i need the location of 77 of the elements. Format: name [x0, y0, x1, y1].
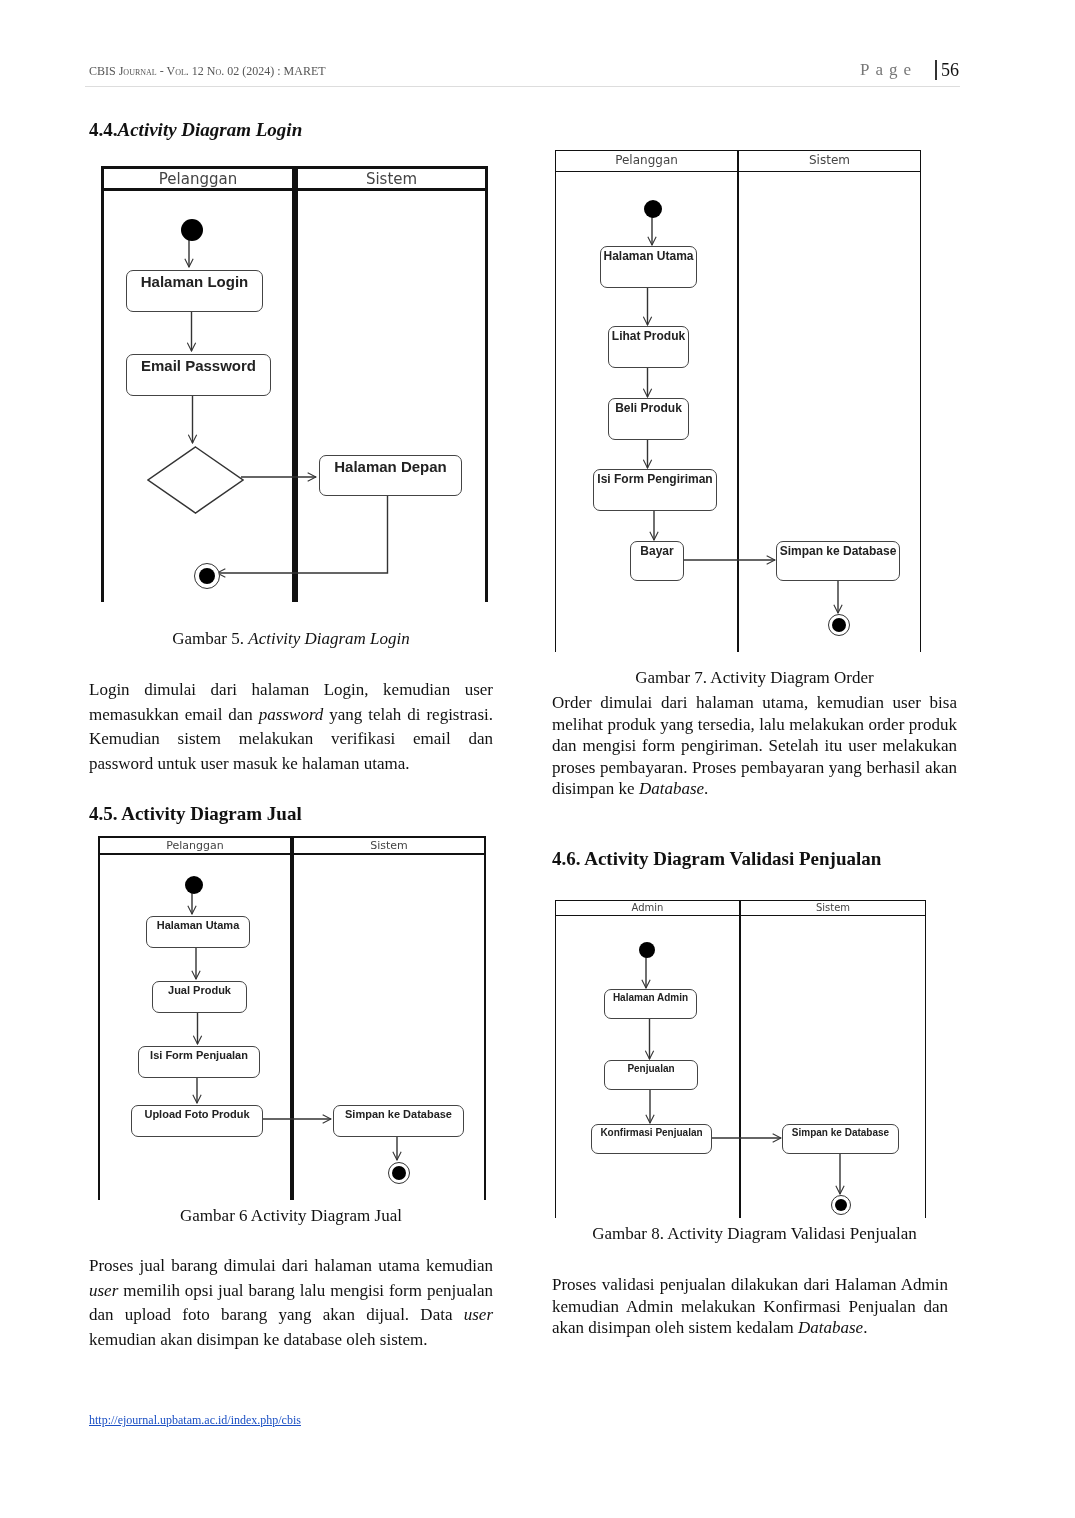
arrow: [645, 1088, 655, 1124]
swimlane: [555, 900, 740, 1218]
lane-header: Sistem: [741, 901, 925, 916]
arrow: [641, 956, 651, 989]
lane-header: Pelanggan: [556, 151, 737, 172]
arrow: [682, 555, 776, 565]
start-node: [644, 200, 662, 218]
activity-box: Halaman Utama: [600, 246, 697, 288]
end-node: [388, 1162, 410, 1184]
activity-box: Halaman Login: [126, 270, 263, 312]
end-node: [828, 614, 850, 636]
lane-header: Pelanggan: [104, 169, 292, 191]
figure-caption: Gambar 7. Activity Diagram Order: [634, 668, 875, 688]
activity-box: Konfirmasi Penjualan: [591, 1124, 712, 1154]
activity-box: Isi Form Penjualan: [138, 1046, 260, 1078]
arrow: [835, 1152, 845, 1195]
activity-box: Beli Produk: [608, 398, 689, 440]
lane-header: Sistem: [294, 838, 484, 855]
end-node: [194, 563, 220, 589]
activity-box: Lihat Produk: [608, 326, 689, 368]
page-label: Page: [860, 60, 918, 80]
activity-box: Upload Foto Produk: [131, 1105, 263, 1137]
swimlane: [98, 836, 292, 1200]
start-node: [185, 876, 203, 894]
arrow: [642, 438, 653, 469]
section-heading: 4.4.Activity Diagram Login: [89, 119, 304, 141]
activity-box: Bayar: [630, 541, 684, 581]
paragraph: Login dimulai dari halaman Login, kemudian user memasukkan email dan password yang telah di registrasi. Kemudian sistem melakukan verifikasi email dan password untuk user masuk ke halaman utama.: [89, 679, 493, 775]
lane-header: Admin: [556, 901, 739, 916]
end-node: [831, 1195, 851, 1215]
swimlane: [738, 150, 921, 652]
arrow: [710, 1133, 782, 1143]
swimlane: [740, 900, 926, 1218]
arrow: [642, 286, 653, 326]
arrow: [187, 891, 197, 915]
activity-box: Halaman Admin: [604, 989, 697, 1019]
swimlane: [292, 836, 486, 1200]
arrow: [644, 1017, 655, 1060]
activity-box: Isi Form Pengiriman: [593, 469, 717, 511]
figure-caption: Gambar 5. Activity Diagram Login: [171, 629, 411, 649]
swimlane: [555, 150, 738, 652]
lane-header: Sistem: [739, 151, 920, 172]
paragraph: Proses validasi penjualan dilakukan dari Halaman Admin kemudian Admin melakukan Konfirmasi Penjualan dan akan disimpan oleh sistem kedalam Database.: [552, 1274, 948, 1339]
page-number: 56: [935, 60, 959, 80]
figure-caption: Gambar 6 Activity Diagram Jual: [179, 1206, 403, 1226]
arrow: [833, 579, 843, 614]
decision-diamond: [147, 446, 244, 514]
figure-caption: Gambar 8. Activity Diagram Validasi Penjualan: [591, 1224, 918, 1244]
start-node: [639, 942, 655, 958]
arrow: [647, 216, 657, 246]
arrow: [240, 472, 317, 482]
running-header: CBIS Journal - Vol. 12 No. 02 (2024) : MARET: [89, 64, 326, 79]
activity-box: Simpan ke Database: [776, 541, 900, 581]
activity-box: Simpan ke Database: [782, 1124, 899, 1154]
start-node: [181, 219, 203, 241]
activity-box: Halaman Depan: [319, 455, 462, 496]
swimlane: [101, 166, 295, 602]
arrow: [392, 1134, 402, 1161]
activity-box: Penjualan: [604, 1060, 698, 1090]
paragraph: Order dimulai dari halaman utama, kemudian user bisa melihat produk yang tersedia, lalu melakukan order produk dan mengisi form pengiriman. Setelah itu user melakukan proses pembayaran. Proses pembayaran yang berhasil akan disimpan ke Database.: [552, 692, 957, 800]
activity-box: Email Password: [126, 354, 271, 396]
lane-header: Pelanggan: [100, 838, 290, 855]
arrow: [649, 509, 659, 541]
arrow: [192, 1010, 203, 1045]
arrow: [192, 1075, 202, 1104]
paragraph: Proses jual barang dimulai dari halaman utama kemudian user memilih opsi jual barang lalu mengisi form penjualan dan upload foto barang yang akan dijual. Data user kemudian akan disimpan ke database oleh sistem.: [89, 1255, 493, 1351]
arrow: [642, 366, 653, 398]
section-heading: 4.5. Activity Diagram Jual: [89, 803, 303, 825]
lane-header: Sistem: [298, 169, 485, 191]
arrow: [260, 1114, 332, 1124]
activity-box: Simpan ke Database: [333, 1105, 464, 1137]
arrow: [191, 945, 201, 980]
swimlane: [295, 166, 488, 602]
section-heading: 4.6. Activity Diagram Validasi Penjualan: [552, 848, 883, 870]
activity-box: Halaman Utama: [146, 916, 250, 948]
url-link: http://ejournal.upbatam.ac.id/index.php/cbis: [89, 1413, 301, 1428]
activity-box: Jual Produk: [152, 981, 247, 1013]
